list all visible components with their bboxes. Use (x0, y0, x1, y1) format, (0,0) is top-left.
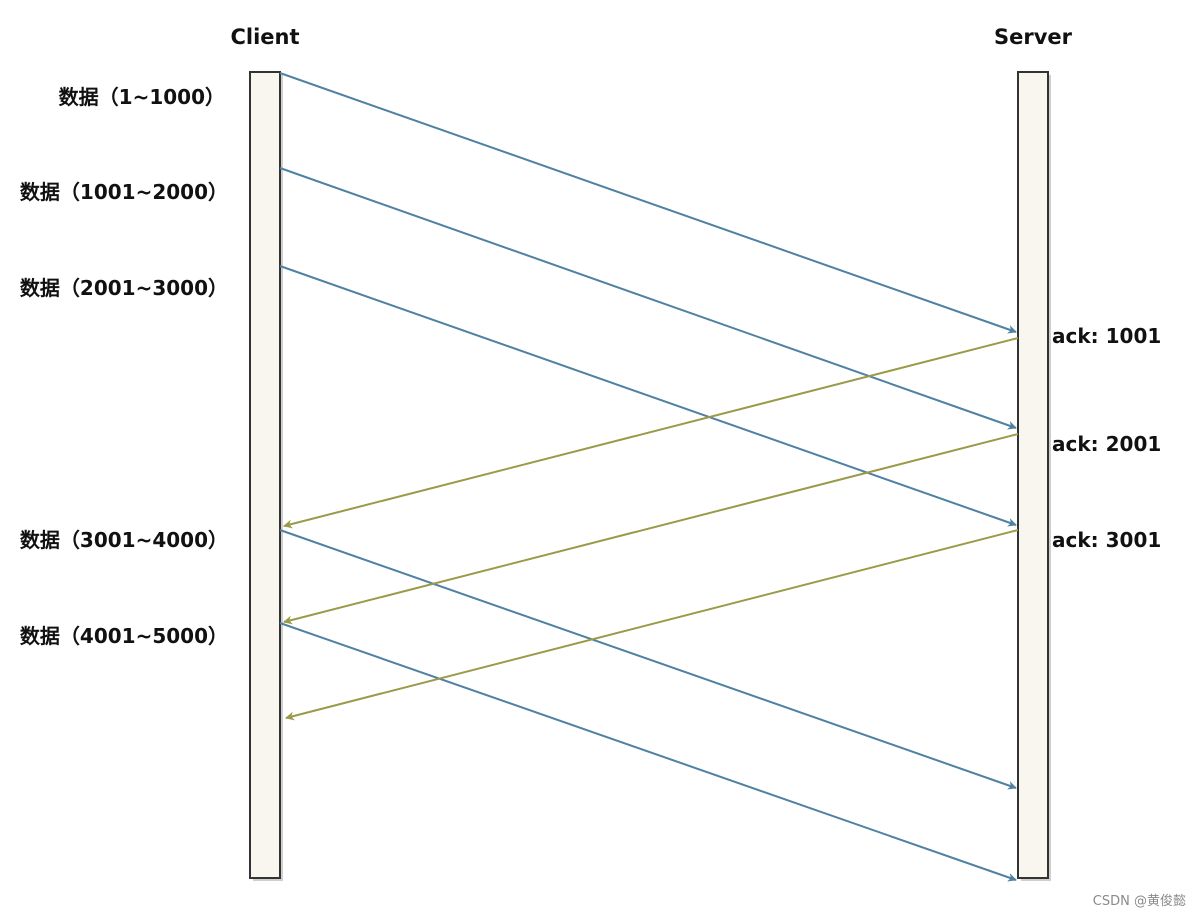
data-arrow-1 (279, 72, 1017, 334)
data-segment-label-5: 数据（4001~5000） (20, 624, 228, 648)
client-title: Client (230, 25, 299, 49)
data-segment-label-4: 数据（3001~4000） (20, 528, 228, 552)
data-segment-label-1: 数据（1~1000） (59, 85, 225, 109)
data-segment-label-3: 数据（2001~3000） (20, 276, 228, 300)
data-arrow-5 (279, 622, 1017, 882)
data-arrow-2 (279, 167, 1017, 430)
data-arrow-3 (279, 265, 1017, 527)
ack-label-1: ack: 1001 (1052, 324, 1161, 348)
data-arrow-4 (279, 529, 1017, 790)
ack-label-3: ack: 3001 (1052, 528, 1161, 552)
data-segment-label-2: 数据（1001~2000） (20, 180, 228, 204)
ack-arrow-3 (285, 529, 1019, 721)
ack-arrow-2 (283, 433, 1019, 625)
watermark: CSDN @黄俊懿 (1093, 894, 1186, 909)
ack-arrow-1 (283, 337, 1019, 529)
ack-arrows (283, 337, 1019, 721)
server-title: Server (994, 25, 1073, 49)
client-lifeline (249, 71, 281, 879)
data-arrows (279, 72, 1017, 882)
ack-label-2: ack: 2001 (1052, 432, 1161, 456)
server-lifeline (1017, 71, 1049, 879)
